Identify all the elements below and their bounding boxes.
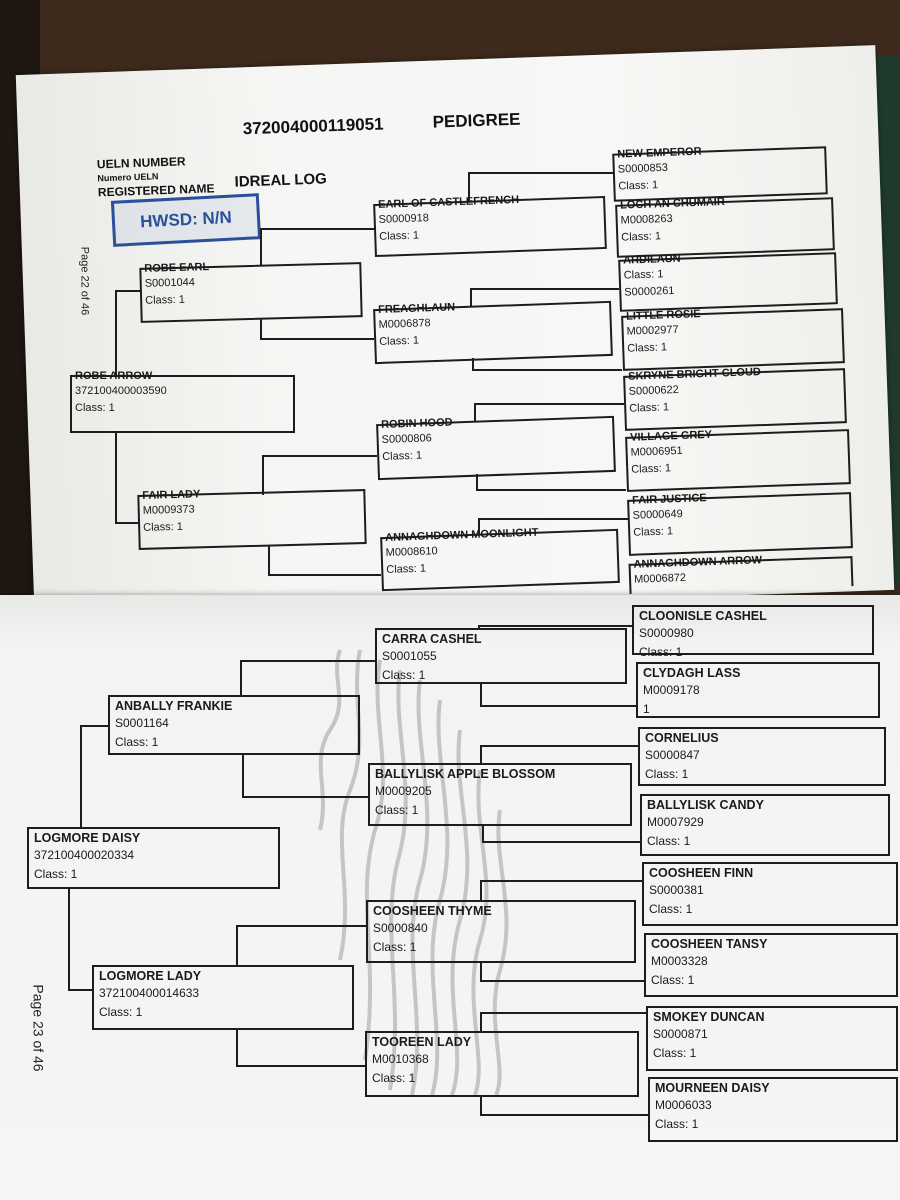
- connector: [68, 989, 92, 991]
- connector: [268, 574, 381, 576]
- connector: [262, 455, 377, 457]
- connector: [480, 705, 636, 707]
- ueln-title: 372004000119051: [242, 114, 384, 139]
- connector: [236, 1030, 238, 1066]
- connector: [468, 172, 613, 174]
- connector: [480, 880, 482, 902]
- connector: [262, 455, 264, 495]
- connector: [482, 824, 484, 842]
- connector: [476, 489, 626, 491]
- registered-name: IDREAL LOG: [234, 170, 328, 191]
- connector: [260, 318, 262, 340]
- connector: [268, 545, 270, 575]
- page-label-bottom: Page 23 of 46: [30, 984, 47, 1072]
- connector: [115, 290, 117, 375]
- connector: [480, 1114, 648, 1116]
- connector: [472, 358, 474, 370]
- connector: [260, 228, 374, 230]
- connector: [472, 369, 622, 371]
- connector: [470, 288, 619, 290]
- connector: [474, 403, 476, 421]
- connector: [480, 1012, 646, 1014]
- numero-ueln-label: Numero UELN: [97, 171, 159, 184]
- connector: [480, 880, 642, 882]
- connector: [236, 925, 366, 927]
- connector: [482, 841, 640, 843]
- connector: [478, 518, 480, 534]
- connector: [260, 228, 262, 266]
- connector: [242, 796, 368, 798]
- connector: [480, 745, 638, 747]
- connector: [240, 660, 375, 662]
- connector: [480, 980, 644, 982]
- connector: [476, 474, 478, 490]
- connector: [480, 961, 482, 981]
- connector: [80, 725, 108, 727]
- connector: [480, 1095, 482, 1115]
- hwsd-stamp: HWSD: N/N: [110, 193, 262, 247]
- connector: [480, 745, 482, 765]
- connector: [470, 288, 472, 306]
- connector: [480, 682, 482, 706]
- connector: [80, 725, 82, 827]
- pedigree-label: PEDIGREE: [432, 109, 521, 132]
- connector: [480, 1012, 482, 1032]
- connector: [478, 518, 628, 520]
- connector: [115, 290, 140, 292]
- connector: [478, 625, 632, 627]
- connector: [115, 433, 117, 523]
- connector: [236, 1065, 365, 1067]
- ueln-number-label: UELN NUMBER: [96, 154, 186, 172]
- connector: [468, 172, 470, 202]
- connector: [240, 660, 242, 695]
- page-label-top: Page 22 of 46: [78, 246, 91, 316]
- connector: [236, 925, 238, 965]
- connector: [474, 403, 624, 405]
- connector: [242, 755, 244, 797]
- connector: [260, 338, 374, 340]
- connector: [115, 522, 140, 524]
- connector: [68, 889, 70, 989]
- connector: [478, 625, 480, 630]
